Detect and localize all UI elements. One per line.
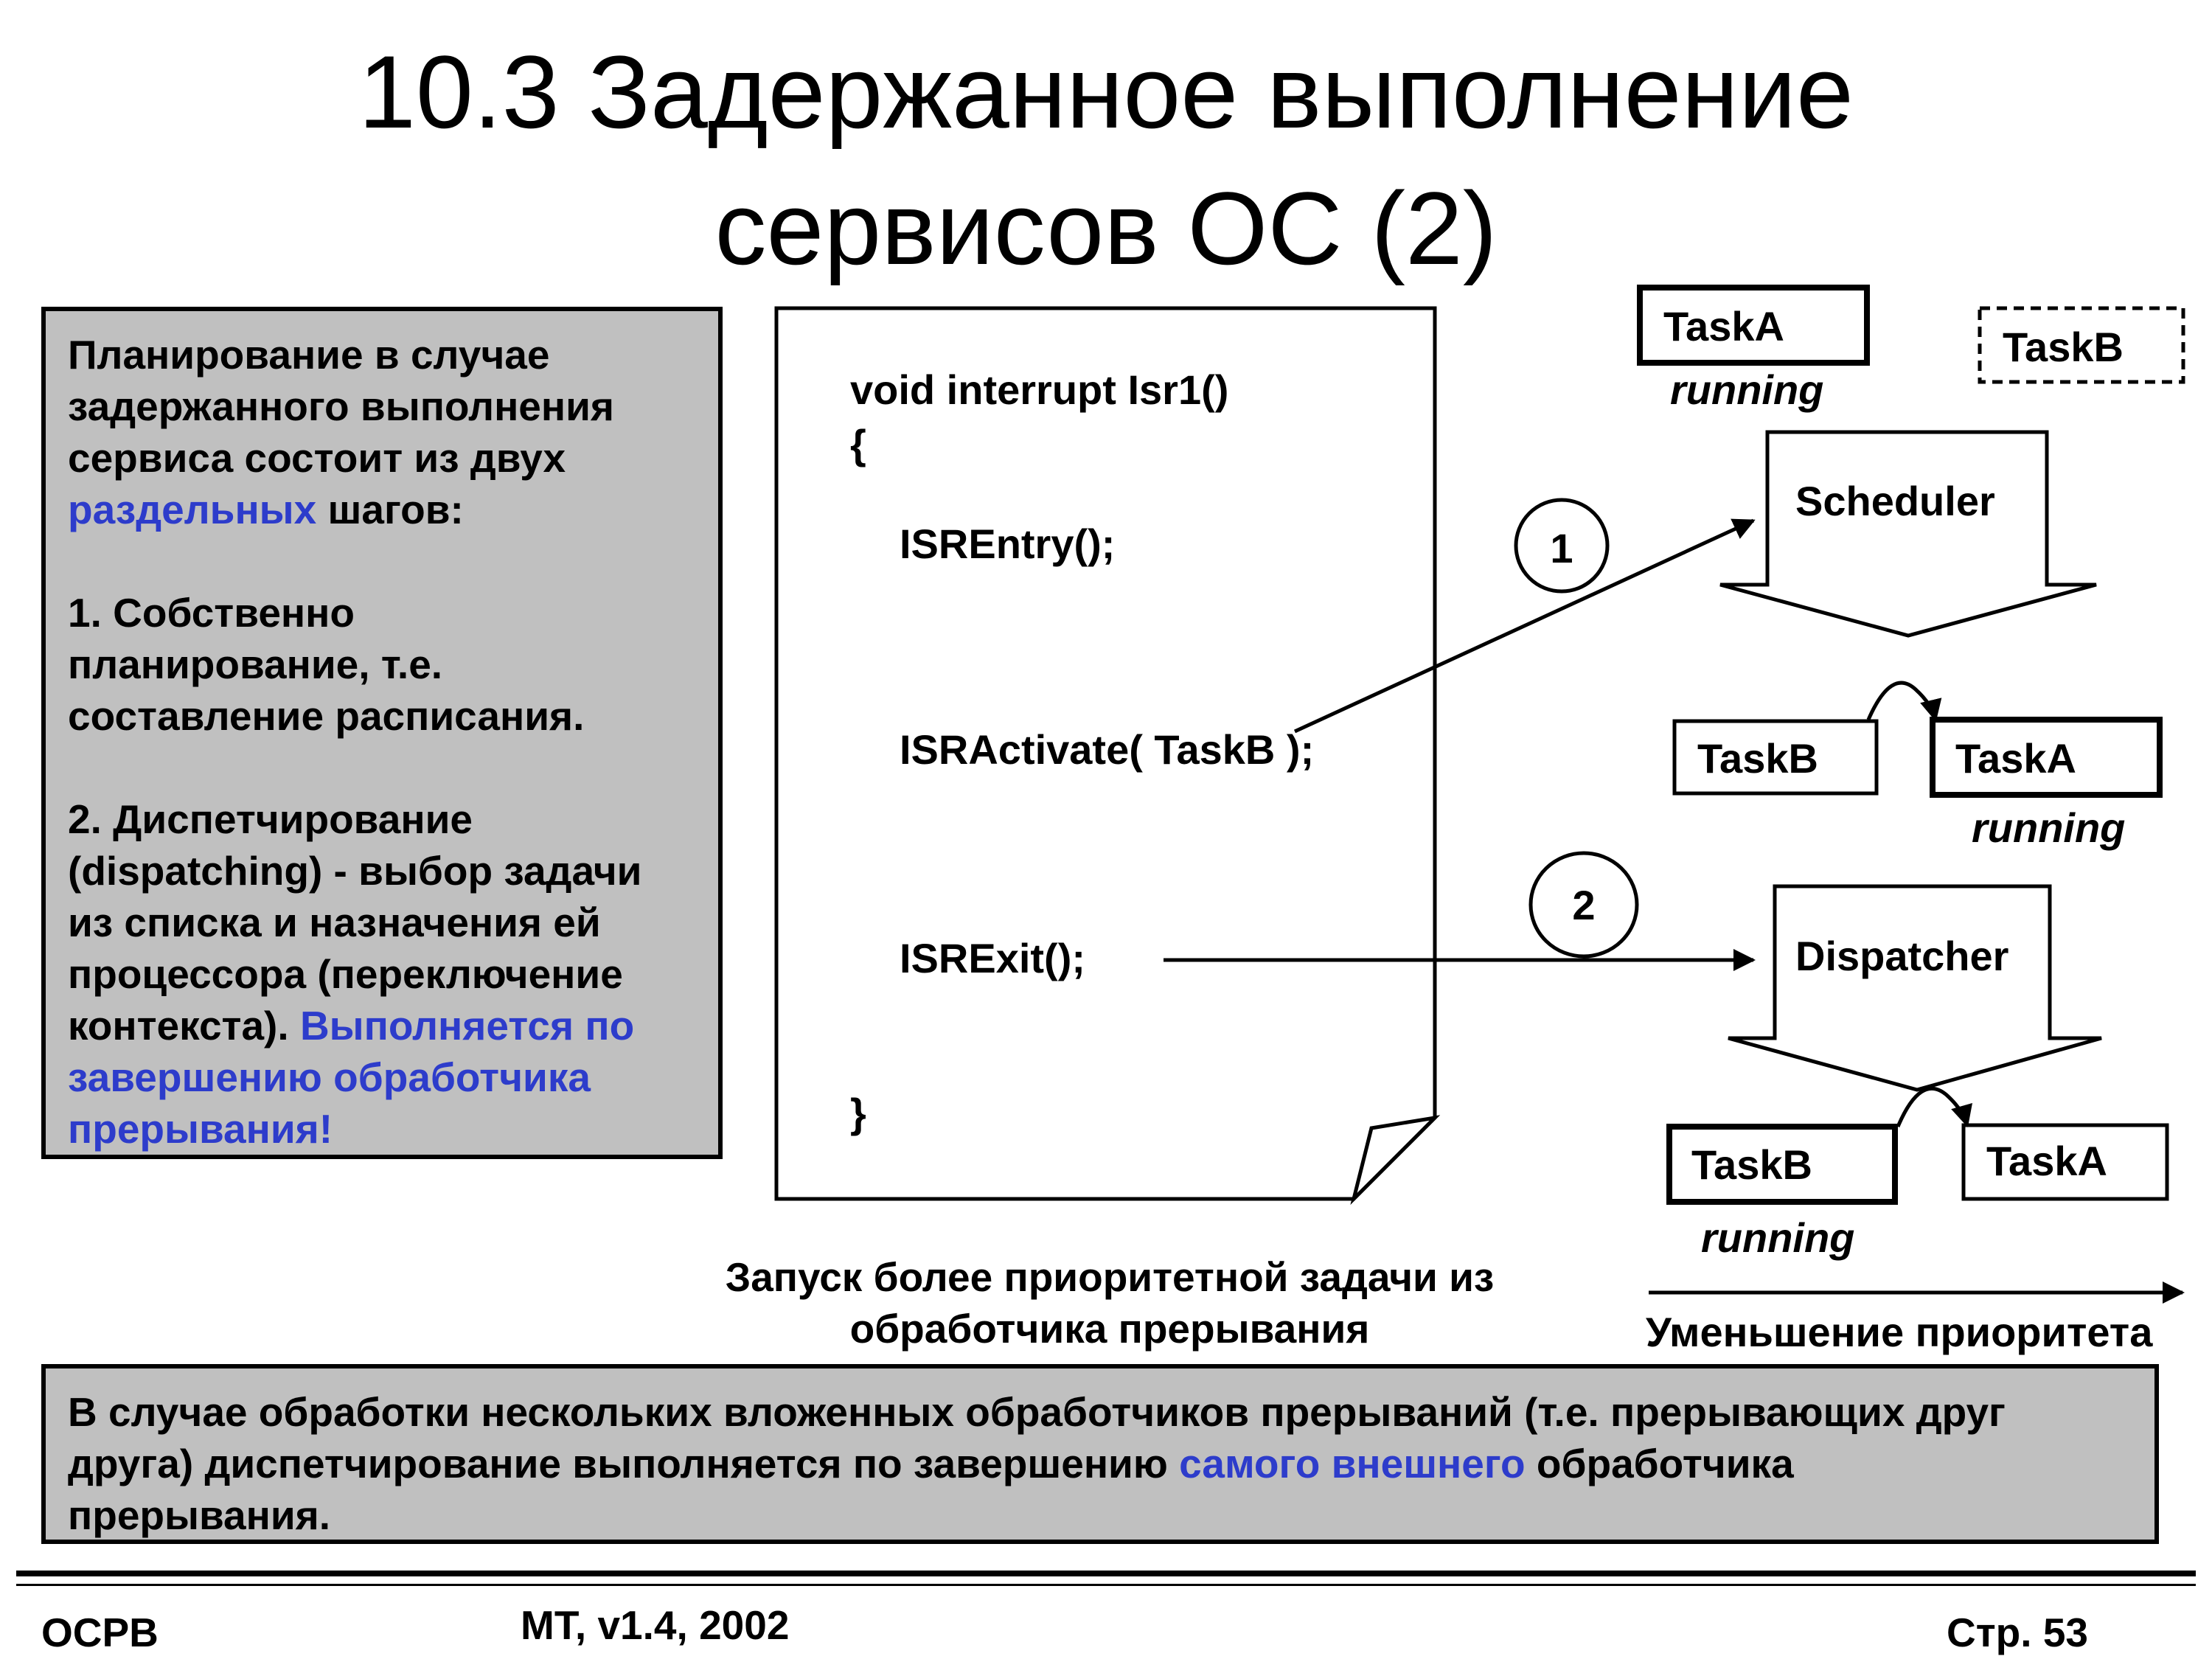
note-panel: В случае обработки нескольких вложенных … (41, 1364, 2159, 1544)
code-close-brace: } (850, 1090, 866, 1136)
note-line: друга) диспетчирование выполняется по за… (68, 1441, 1794, 1486)
bot-running-label: running (1701, 1214, 1855, 1261)
explanation-line: 2. Диспетчирование (68, 796, 473, 842)
step-2-circle (1528, 851, 1639, 959)
code-open-brace: { (850, 421, 866, 467)
highlight-text: раздельных (68, 487, 317, 532)
title-line-2: сервисов ОС (2) (714, 170, 1498, 286)
code-isr-activate: ISRActivate( TaskB ); (900, 726, 1315, 773)
top-task-a-box (1637, 285, 1870, 366)
highlight-text: самого внешнего (1179, 1441, 1526, 1486)
priority-label: Уменьшение приоритета (1646, 1309, 2153, 1355)
explanation-line: составление расписания. (68, 693, 585, 739)
bot-task-b-label: TaskB (1691, 1141, 1812, 1188)
bot-swap-arrow (1896, 1086, 1972, 1127)
mid-task-b-box (1672, 719, 1879, 796)
code-signature: void interrupt Isr1() (850, 366, 1229, 413)
bot-task-a-label: TaskA (1986, 1138, 2107, 1184)
mid-task-a-label: TaskA (1955, 735, 2076, 782)
dispatcher-label: Dispatcher (1795, 933, 2009, 979)
explanation-line: раздельных шагов: (68, 487, 464, 532)
code-isr-entry: ISREntry(); (900, 521, 1116, 567)
explanation-line: задержанного выполнения (68, 383, 615, 429)
scheduler-label: Scheduler (1795, 478, 1995, 524)
explanation-line: из списка и назначения ей (68, 900, 601, 945)
caption-line-2: обработчика прерывания (849, 1306, 1370, 1352)
explanation-line: (dispatching) - выбор задачи (68, 848, 642, 894)
explanation-line: сервиса состоит из двух (68, 435, 566, 481)
note-line: В случае обработки нескольких вложенных … (68, 1389, 2006, 1435)
explanation-line: процессора (переключение (68, 951, 623, 997)
explanation-panel: Планирование в случае задержанного выпол… (41, 307, 723, 1159)
top-task-b-box (1978, 306, 2185, 384)
mid-running-label: running (1972, 804, 2126, 851)
explanation-line: контекста). Выполняется по (68, 1003, 635, 1048)
note-line: прерывания. (68, 1492, 331, 1538)
highlight-text: прерывания! (68, 1106, 333, 1152)
dispatcher-shape (1728, 884, 2102, 1092)
step-1-circle (1514, 498, 1610, 594)
mid-task-a-box (1930, 717, 2163, 798)
footer-left: ОСРВ (41, 1610, 159, 1655)
highlight-text: завершению обработчика (68, 1054, 591, 1100)
mid-task-b-label: TaskB (1697, 735, 1818, 782)
diagram-caption: Запуск более приоритетной задачи из обра… (664, 1251, 1556, 1354)
explanation-line: планирование, т.е. (68, 641, 443, 687)
slide-title: 10.3 Задержанное выполнение сервисов ОС … (0, 24, 2212, 296)
explanation-line: 1. Собственно (68, 590, 355, 636)
footer-page-number: Стр. 53 (1947, 1610, 2088, 1655)
bot-task-a-box (1961, 1123, 2169, 1201)
footer-center: МТ, v1.4, 2002 (521, 1602, 790, 1648)
mid-swap-arrow (1866, 681, 1942, 722)
step-2-label: 2 (1572, 882, 1596, 928)
footer-divider-thin (16, 1584, 2196, 1586)
scheduler-shape (1719, 430, 2097, 638)
top-task-b-label: TaskB (2003, 324, 2124, 370)
explanation-line: Планирование в случае (68, 332, 550, 378)
page-fold (1350, 1115, 1441, 1206)
footer-divider (16, 1571, 2196, 1576)
bot-task-b-box (1666, 1124, 1898, 1205)
code-isr-exit: ISRExit(); (900, 935, 1085, 981)
top-task-a-label: TaskA (1663, 303, 1784, 349)
title-line-1: 10.3 Задержанное выполнение (358, 34, 1854, 150)
highlight-text: Выполняется по (299, 1003, 635, 1048)
top-running-label: running (1670, 366, 1824, 413)
step-1-label: 1 (1550, 525, 1573, 571)
caption-line-1: Запуск более приоритетной задачи из (725, 1254, 1495, 1300)
activate-arrow (1293, 518, 1756, 734)
